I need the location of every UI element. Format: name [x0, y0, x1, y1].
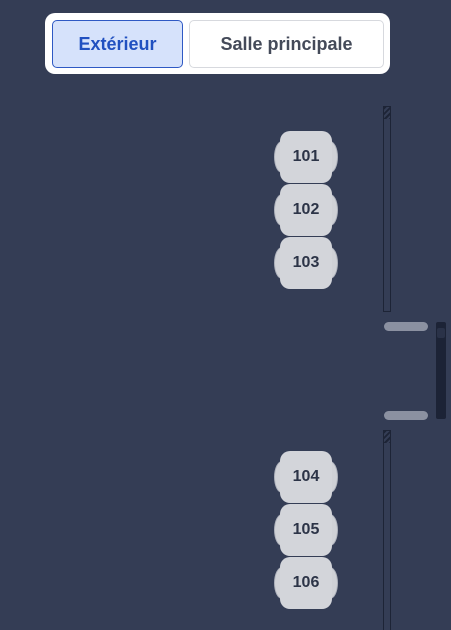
table-number[interactable]: 106 — [280, 557, 332, 609]
table-103[interactable]: 103 — [274, 237, 338, 289]
door-handle-icon — [437, 328, 445, 338]
table-101[interactable]: 101 — [274, 131, 338, 183]
table-number[interactable]: 104 — [280, 451, 332, 503]
table-number[interactable]: 101 — [280, 131, 332, 183]
table-number[interactable]: 103 — [280, 237, 332, 289]
tab-salle-principale-label: Salle principale — [220, 33, 353, 54]
tab-exterieur[interactable]: Extérieur — [52, 20, 183, 68]
table-105[interactable]: 105 — [274, 504, 338, 556]
wall-hatch — [384, 431, 390, 443]
table-106[interactable]: 106 — [274, 557, 338, 609]
door-panel — [436, 322, 446, 419]
tab-salle-principale[interactable]: Salle principale — [189, 20, 384, 68]
floor-tab-switcher: Extérieur Salle principale — [45, 13, 390, 74]
table-number[interactable]: 102 — [280, 184, 332, 236]
wall-lower — [383, 430, 391, 630]
table-104[interactable]: 104 — [274, 451, 338, 503]
table-number[interactable]: 105 — [280, 504, 332, 556]
wall-hatch — [384, 107, 390, 119]
table-102[interactable]: 102 — [274, 184, 338, 236]
door-frame-top — [384, 322, 428, 331]
tab-exterieur-label: Extérieur — [78, 33, 157, 54]
wall-upper — [383, 106, 391, 312]
door-frame-bottom — [384, 411, 428, 420]
